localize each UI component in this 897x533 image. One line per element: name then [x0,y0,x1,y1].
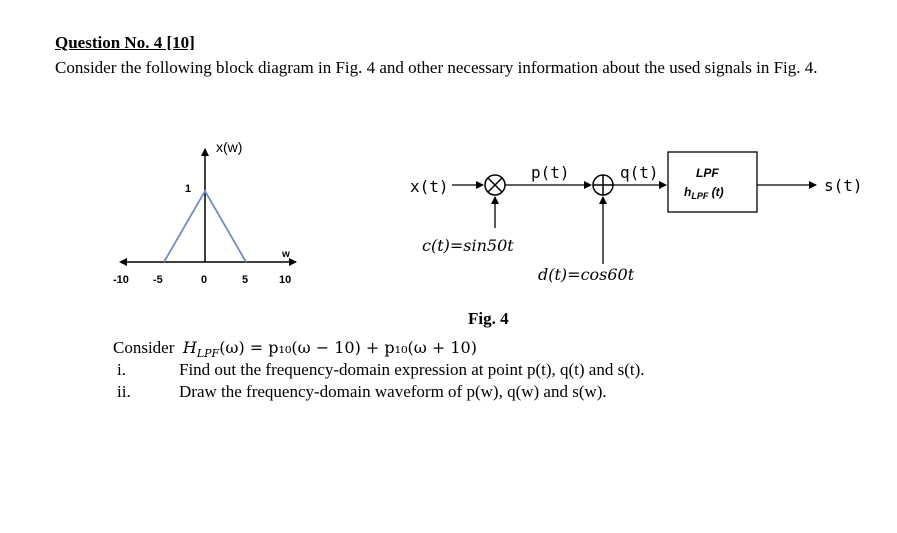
lpf-title: LPF [696,166,719,180]
tick-label: 0 [201,274,207,286]
tick-label: 10 [279,274,291,286]
lpf-impulse-response: hLPF (t) [684,185,724,201]
spectrum-plot: x(w) 1 w -10 -5 0 5 10 [113,139,297,286]
carrier-label: c(t)=sin50t [422,236,514,255]
triangle-spectrum [163,189,247,263]
item-text: Find out the frequency-domain expression… [179,360,645,379]
block-diagram: x(t) c(t)=sin50t p(t) d(t)=cos60t q(t) L… [410,151,863,284]
input-label: x(t) [410,177,449,196]
adder-icon [592,174,614,196]
question-title: Question No. 4 [10] [55,33,195,52]
consider-line: Consider HLPF(ω) = p₁₀(ω − 10) + p₁₀(ω +… [113,338,477,360]
p-label: p(t) [531,163,570,182]
figure-caption: Fig. 4 [468,309,509,328]
spectrum-title: x(w) [216,139,242,155]
adder-input-label: d(t)=cos60t [538,265,635,284]
item-text: Draw the frequency-domain waveform of p(… [179,382,607,401]
axis-left-arrow [119,258,127,266]
item-number: ii. [117,382,131,401]
multiplier-icon [484,174,506,196]
filter-equation: HLPF(ω) = p₁₀(ω − 10) + p₁₀(ω + 10) [182,338,477,361]
question-intro: Consider the following block diagram in … [55,58,818,77]
item-number: i. [117,360,126,379]
tick-label: 5 [242,274,248,286]
tick-label: -10 [113,274,129,286]
tick-label: -5 [153,274,163,286]
q-label: q(t) [620,163,659,182]
axis-label-w: w [281,249,290,260]
lpf-block [667,151,758,213]
output-label: s(t) [824,176,863,195]
consider-prefix: Consider [113,338,175,357]
peak-label: 1 [185,183,191,195]
